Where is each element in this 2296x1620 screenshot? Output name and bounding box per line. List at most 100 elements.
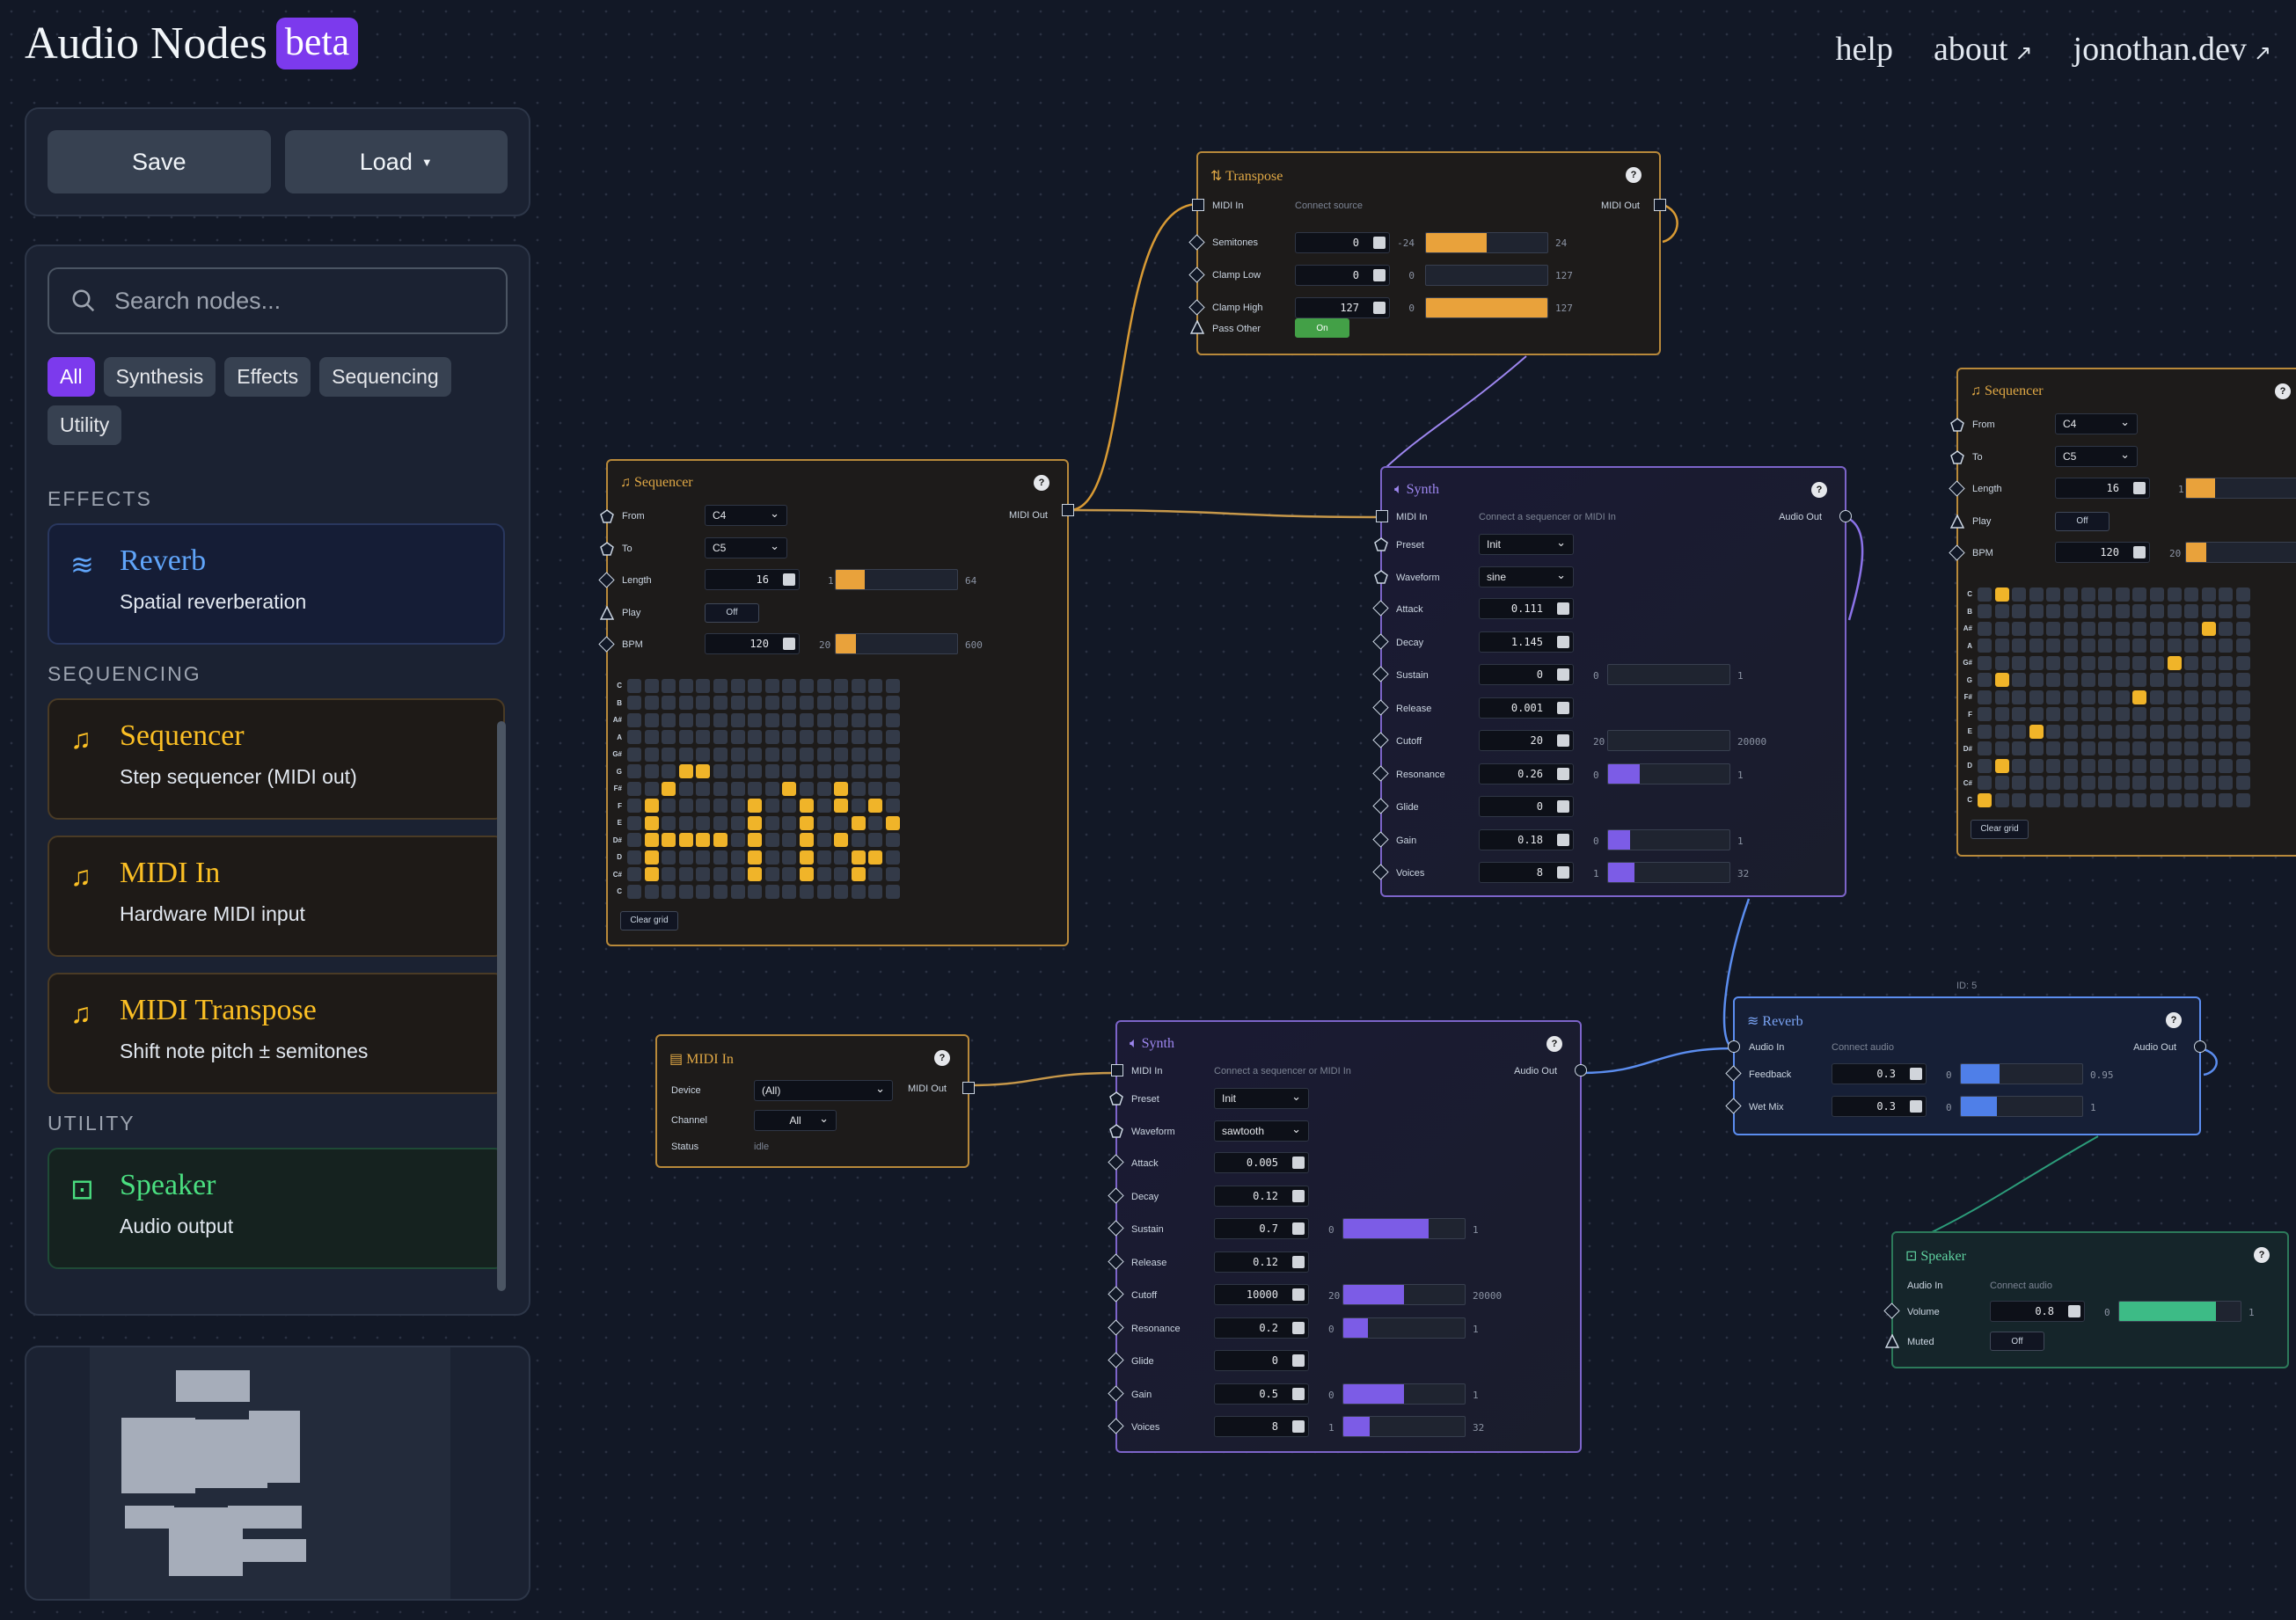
grid-cell[interactable] [2046, 776, 2061, 791]
grid-cell[interactable] [2080, 587, 2095, 602]
grid-cell[interactable] [2201, 707, 2216, 722]
grid-cell[interactable] [782, 815, 797, 830]
grid-cell[interactable] [868, 884, 883, 899]
grid-cell[interactable] [2235, 604, 2250, 619]
grid-cell[interactable] [713, 833, 728, 848]
nav-about[interactable]: about↗ [1933, 31, 2033, 68]
grid-cell[interactable] [2132, 621, 2147, 636]
grid-cell[interactable] [782, 781, 797, 796]
param-number-input[interactable]: 0.12 [1214, 1185, 1309, 1207]
grid-cell[interactable] [678, 678, 693, 693]
grid-cell[interactable] [2012, 776, 2027, 791]
param-slider[interactable] [1425, 232, 1548, 253]
param-port[interactable] [1725, 1098, 1742, 1114]
grid-cell[interactable] [644, 764, 659, 779]
grid-cell[interactable] [627, 730, 641, 745]
grid-cell[interactable] [678, 867, 693, 882]
grid-cell[interactable] [678, 833, 693, 848]
grid-cell[interactable] [2046, 758, 2061, 773]
grid-cell[interactable] [2201, 724, 2216, 739]
grid-cell[interactable] [2167, 724, 2182, 739]
grid-cell[interactable] [782, 730, 797, 745]
grid-cell[interactable] [1994, 792, 2009, 807]
grid-cell[interactable] [644, 799, 659, 814]
param-number-input[interactable]: 0.111 [1479, 598, 1574, 619]
grid-cell[interactable] [644, 747, 659, 762]
grid-cell[interactable] [713, 678, 728, 693]
midi-out-port[interactable] [1062, 504, 1074, 516]
grid-cell[interactable] [2029, 655, 2044, 670]
grid-cell[interactable] [696, 730, 711, 745]
param-port[interactable] [598, 572, 615, 588]
param-port[interactable] [600, 509, 614, 523]
grid-cell[interactable] [713, 815, 728, 830]
grid-cell[interactable] [2184, 690, 2199, 704]
grid-cell[interactable] [2063, 741, 2078, 756]
grid-cell[interactable] [2219, 690, 2234, 704]
grid-cell[interactable] [1994, 758, 2009, 773]
grid-cell[interactable] [644, 730, 659, 745]
grid-cell[interactable] [885, 747, 900, 762]
grid-cell[interactable] [799, 764, 814, 779]
param-slider[interactable] [2185, 478, 2296, 499]
grid-cell[interactable] [782, 764, 797, 779]
param-port[interactable] [1949, 513, 1965, 529]
palette-scrollbar[interactable] [497, 721, 506, 1291]
grid-cell[interactable] [868, 678, 883, 693]
grid-cell[interactable] [748, 815, 763, 830]
grid-cell[interactable] [748, 781, 763, 796]
grid-cell[interactable] [834, 884, 849, 899]
filter-chip-sequencing[interactable]: Sequencing [319, 357, 451, 397]
param-number-input[interactable]: 0.26 [1479, 763, 1574, 784]
grid-cell[interactable] [2219, 587, 2234, 602]
grid-cell[interactable] [644, 696, 659, 711]
grid-cell[interactable] [713, 799, 728, 814]
grid-cell[interactable] [2132, 724, 2147, 739]
param-slider[interactable] [1425, 265, 1548, 286]
grid-cell[interactable] [2115, 690, 2130, 704]
grid-cell[interactable] [730, 781, 745, 796]
grid-cell[interactable] [2219, 707, 2234, 722]
waveform-select[interactable]: sine [1479, 566, 1574, 587]
grid-cell[interactable] [2115, 724, 2130, 739]
grid-cell[interactable] [816, 867, 831, 882]
grid-cell[interactable] [2115, 776, 2130, 791]
grid-cell[interactable] [799, 867, 814, 882]
midi-in-port[interactable] [1376, 510, 1388, 522]
grid-cell[interactable] [1994, 741, 2009, 756]
grid-cell[interactable] [851, 781, 866, 796]
grid-cell[interactable] [627, 867, 641, 882]
grid-cell[interactable] [662, 764, 676, 779]
param-number-input[interactable]: 0 [1479, 796, 1574, 817]
grid-cell[interactable] [1994, 707, 2009, 722]
grid-cell[interactable] [2149, 724, 2164, 739]
grid-cell[interactable] [696, 764, 711, 779]
volume-input[interactable]: 0.8 [1990, 1301, 2085, 1322]
grid-cell[interactable] [764, 730, 779, 745]
grid-cell[interactable] [2132, 587, 2147, 602]
transpose-node[interactable]: ⇅ Transpose ? MIDI In Connect source MID… [1188, 151, 1666, 355]
grid-cell[interactable] [627, 696, 641, 711]
param-number-input[interactable]: 0 [1214, 1350, 1309, 1371]
param-port[interactable] [1188, 266, 1205, 283]
grid-cell[interactable] [764, 747, 779, 762]
grid-cell[interactable] [2149, 758, 2164, 773]
param-number-input[interactable]: 120 [2055, 542, 2150, 563]
param-slider[interactable] [1342, 1383, 1466, 1405]
grid-cell[interactable] [764, 850, 779, 865]
grid-cell[interactable] [2149, 604, 2164, 619]
grid-cell[interactable] [2235, 707, 2250, 722]
grid-cell[interactable] [816, 815, 831, 830]
grid-cell[interactable] [834, 781, 849, 796]
grid-cell[interactable] [2219, 621, 2234, 636]
grid-cell[interactable] [730, 867, 745, 882]
grid-cell[interactable] [2029, 792, 2044, 807]
minimap[interactable] [25, 1346, 530, 1601]
param-number-input[interactable]: 0.3 [1832, 1063, 1927, 1084]
grid-cell[interactable] [662, 730, 676, 745]
param-number-input[interactable]: 0 [1479, 664, 1574, 685]
grid-cell[interactable] [2012, 758, 2027, 773]
midi-out-port[interactable] [962, 1082, 975, 1094]
